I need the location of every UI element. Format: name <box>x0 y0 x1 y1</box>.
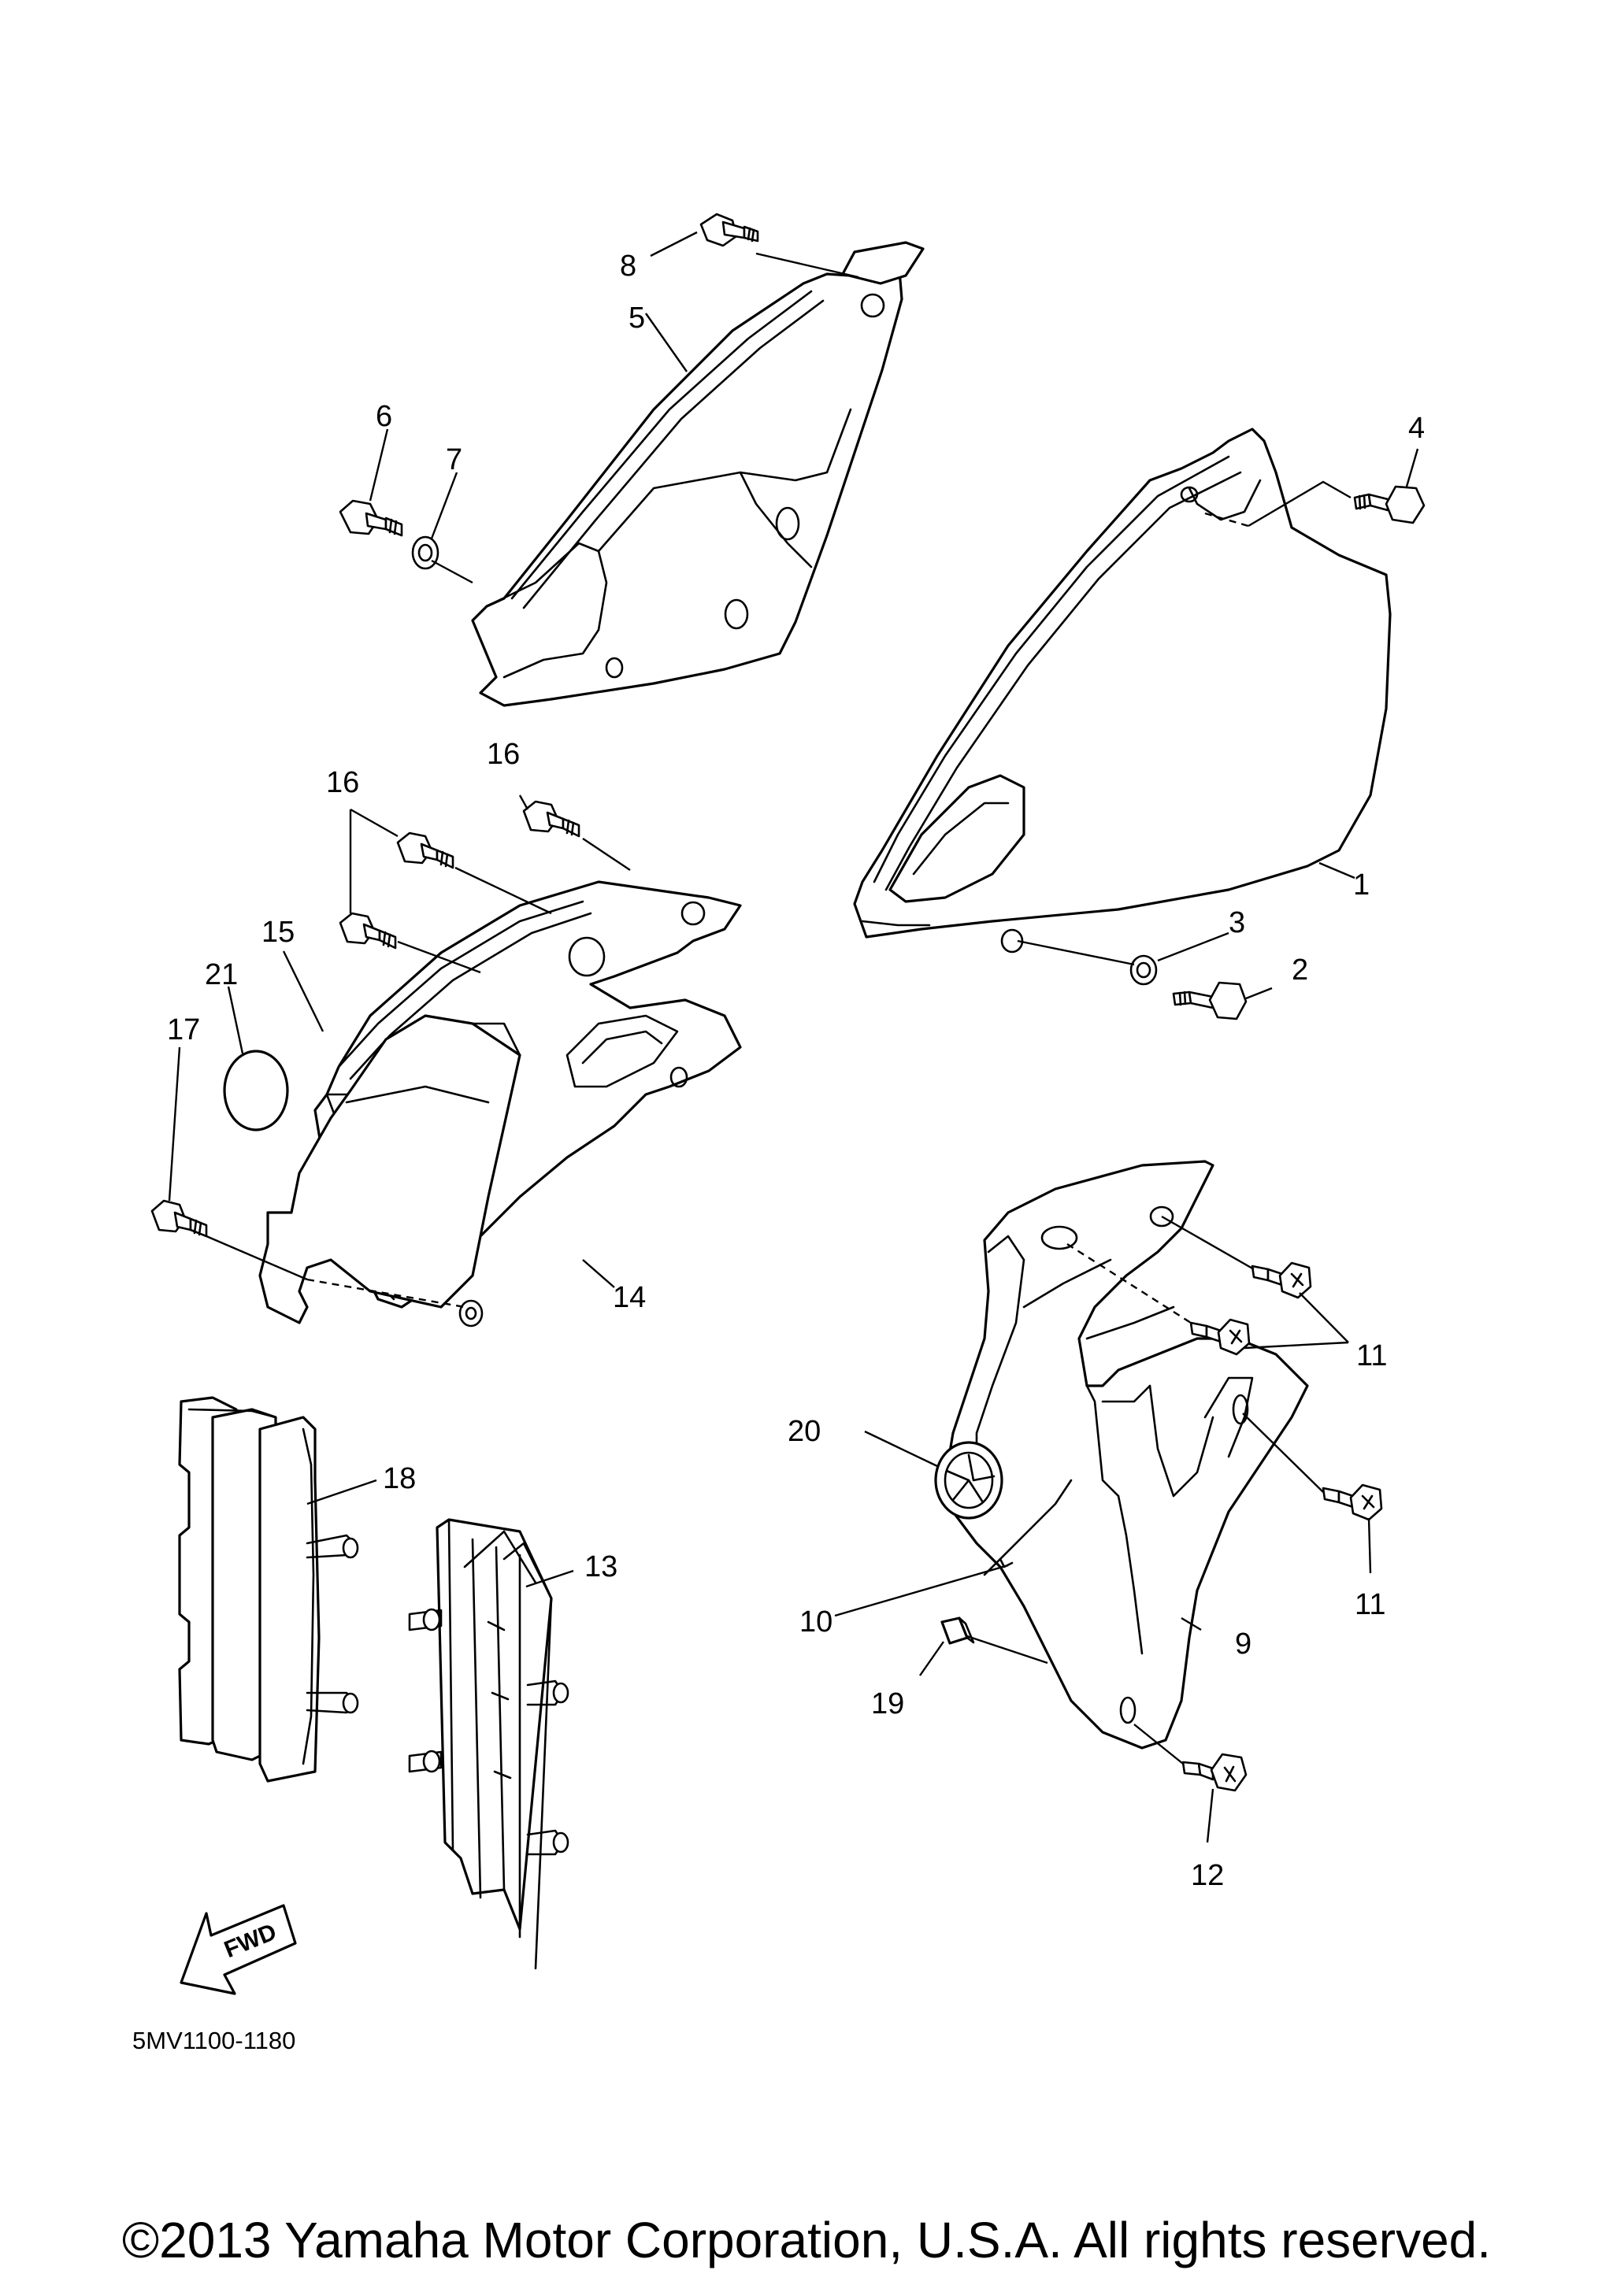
part-16-bolt-lower[interactable] <box>339 912 397 950</box>
part-5-side-cover[interactable] <box>471 241 925 707</box>
part-12-bolt[interactable] <box>1181 1753 1248 1792</box>
part-4-bolt[interactable] <box>1353 485 1426 524</box>
callout-15[interactable]: 15 <box>261 916 295 949</box>
callout-2[interactable]: 2 <box>1292 954 1308 987</box>
part-21-decal[interactable] <box>223 1050 289 1131</box>
part-8-bolt[interactable] <box>699 213 759 247</box>
callout-11a[interactable]: 11 <box>1356 1339 1387 1372</box>
callout-9[interactable]: 9 <box>1235 1628 1251 1661</box>
part-1-side-cover[interactable] <box>853 428 1392 954</box>
part-11-bolt-upper[interactable] <box>1251 1261 1312 1299</box>
callout-6[interactable]: 6 <box>376 400 392 433</box>
callout-3[interactable]: 3 <box>1229 906 1245 939</box>
leader-lines <box>168 231 1419 1843</box>
callout-21[interactable]: 21 <box>205 958 238 991</box>
fwd-arrow-icon: FWD <box>180 1904 297 1995</box>
part-11-bolt-middle[interactable] <box>1189 1318 1251 1356</box>
part-6-bolt[interactable] <box>339 499 403 537</box>
part-15-inner-plate[interactable] <box>258 1014 521 1324</box>
callout-1[interactable]: 1 <box>1353 868 1370 902</box>
part-18-radiator-guard[interactable] <box>178 1396 359 1783</box>
callout-20[interactable]: 20 <box>788 1415 821 1448</box>
copyright-notice: ©2013 Yamaha Motor Corporation, U.S.A. A… <box>121 2212 1492 2268</box>
callout-16a[interactable]: 16 <box>326 766 359 799</box>
callout-8[interactable]: 8 <box>620 250 636 283</box>
part-7-collar[interactable] <box>411 535 439 570</box>
callout-19[interactable]: 19 <box>871 1687 904 1720</box>
callout-labels: 1 2 3 4 5 6 7 8 9 10 11 11 12 13 14 15 1… <box>167 250 1425 1892</box>
part-2-bolt[interactable] <box>1172 981 1248 1020</box>
part-16-bolt-middle[interactable] <box>396 831 454 869</box>
callout-16b[interactable]: 16 <box>487 738 520 771</box>
callout-10[interactable]: 10 <box>799 1605 832 1639</box>
diagram-ref-code: 5MV1100-1180 <box>132 2027 295 2054</box>
part-11-bolt-lower[interactable] <box>1322 1483 1383 1521</box>
part-19-nut[interactable] <box>940 1616 975 1645</box>
part-9-shroud[interactable] <box>944 1160 1309 1750</box>
callout-13[interactable]: 13 <box>584 1550 617 1583</box>
callout-7[interactable]: 7 <box>446 443 462 476</box>
callout-18[interactable]: 18 <box>383 1462 416 1495</box>
callout-5[interactable]: 5 <box>629 302 645 335</box>
callout-17[interactable]: 17 <box>167 1013 200 1046</box>
part-13-radiator-louver[interactable] <box>408 1518 569 1970</box>
callout-14[interactable]: 14 <box>613 1281 646 1314</box>
part-17-bolt[interactable] <box>150 1199 208 1238</box>
callout-12[interactable]: 12 <box>1191 1859 1224 1892</box>
part-20-emblem[interactable] <box>934 1441 1003 1520</box>
callout-11b[interactable]: 11 <box>1355 1588 1385 1621</box>
part-16-bolt-upper[interactable] <box>522 800 580 838</box>
callout-4[interactable]: 4 <box>1408 412 1425 445</box>
part-3-collar[interactable] <box>1129 954 1158 986</box>
